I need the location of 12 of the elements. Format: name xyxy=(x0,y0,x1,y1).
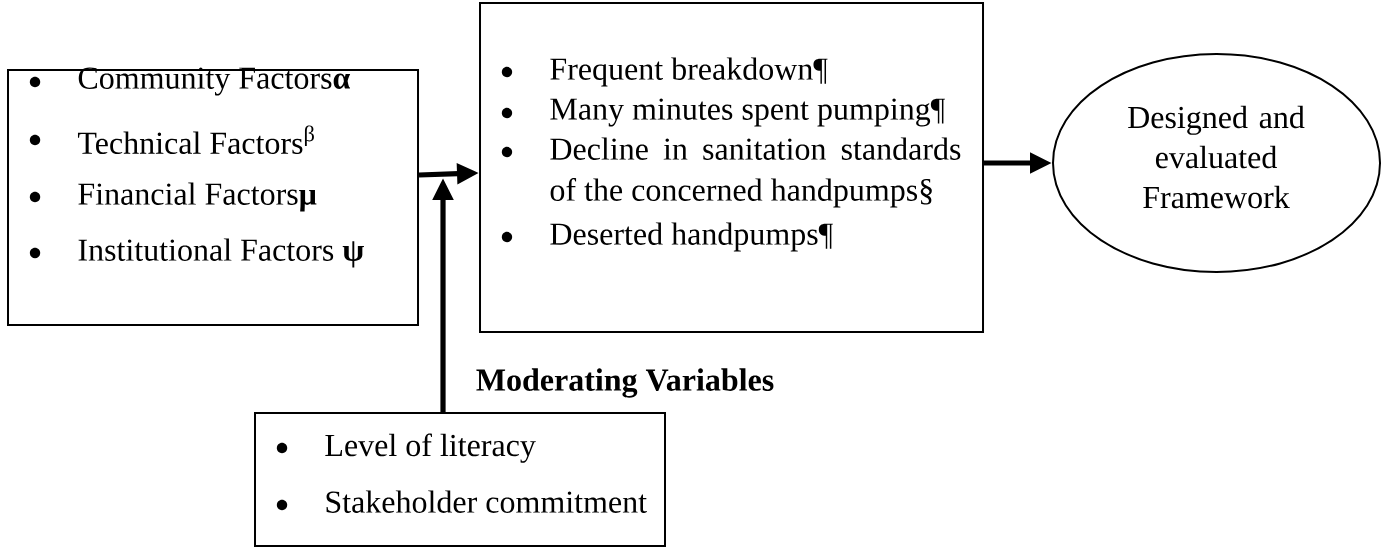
bullet-item: Financial Factorsμ xyxy=(78,182,317,212)
bullet-item: Stakeholder commitment xyxy=(326,490,647,513)
bullet-item: Level of literacy xyxy=(325,433,536,463)
bullet-item: Institutional Factors ψ xyxy=(78,238,364,268)
bullet-item: Community Factorsα xyxy=(78,67,351,96)
bullet-item: Technical Factors$^{β}$ xyxy=(78,125,314,155)
bullet-item: Many minutes spent pumping¶ xyxy=(550,98,945,127)
bullet-item: Deserted handpumps¶ xyxy=(550,222,833,252)
ellipse-label: Designed and evaluated Framework xyxy=(1128,105,1305,209)
section-heading: Moderating Variables xyxy=(476,368,774,398)
bullet-item: Decline in sanitation standards of the concerned handpumps§ xyxy=(550,137,961,208)
bullet-item: Frequent breakdown¶ xyxy=(550,57,828,87)
